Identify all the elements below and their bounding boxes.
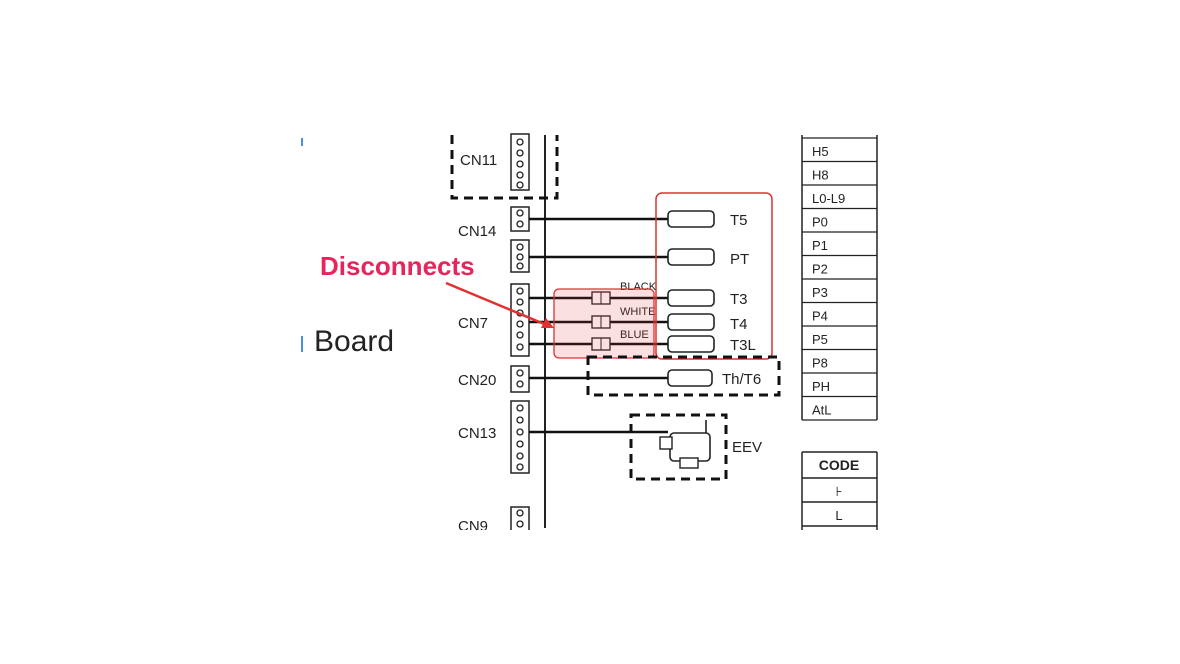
sensor-pt: PT (667, 248, 749, 268)
callout-arrow (445, 281, 550, 328)
wire-color-white: WHITE (620, 306, 655, 318)
pt-connector (510, 239, 530, 273)
wire-color-blue: BLUE (620, 329, 649, 341)
sensor-t4: T4 (667, 313, 748, 333)
sensor-t4-label: T4 (730, 316, 748, 333)
cn11-label: CN11 (460, 152, 497, 169)
code-table-bottom: CODE ⊦ L (801, 451, 878, 530)
cn13-connector (510, 400, 530, 474)
cn11-group: CN11 (450, 133, 559, 200)
cn20-group: CN20 Th/T6 (458, 355, 781, 397)
code-table-cell: PH (812, 379, 830, 394)
cn20-label: CN20 (458, 372, 496, 389)
code-table-cell: AtL (812, 403, 832, 418)
crop-mask (440, 530, 890, 570)
cn7-connector (510, 283, 530, 357)
sensor-t5-label: T5 (730, 212, 748, 229)
code-table-cell: ⊦ (836, 484, 843, 499)
code-table-cell: P4 (812, 309, 828, 324)
sensor-th-t6 (667, 369, 713, 387)
sensor-t3: T3 (667, 289, 748, 308)
cn11-dashed-box (450, 135, 559, 200)
cn13-group: CN13 EEV (458, 400, 762, 481)
cn7-group: CN7 BLACK WHITE BLUE (458, 281, 668, 357)
eev-label: EEV (732, 439, 762, 456)
sensor-pt-label: PT (730, 251, 749, 268)
cn14-label: CN14 (458, 223, 496, 240)
cn20-dashed-box (586, 355, 781, 397)
callout-arrowhead (541, 318, 554, 328)
cn14-group: CN14 (458, 206, 668, 240)
code-table-cell: P3 (812, 285, 828, 300)
cn13-label: CN13 (458, 425, 496, 442)
code-table-cell: L0-L9 (812, 191, 845, 206)
wire-color-black: BLACK (620, 281, 657, 293)
code-table-header: CODE (819, 457, 859, 473)
code-table-cell: P2 (812, 262, 828, 277)
pt-connector-group (510, 239, 668, 273)
callout-label: Disconnects (320, 251, 475, 281)
sensor-highlight-box (655, 192, 773, 360)
eev-valve-icon (659, 420, 711, 469)
code-table-cell: P8 (812, 356, 828, 371)
code-table-cell: P1 (812, 238, 828, 253)
code-table-cell: H5 (812, 144, 829, 159)
code-table-cell: H8 (812, 168, 829, 183)
disconnect-highlight (553, 288, 655, 359)
code-table-cell: L (835, 508, 842, 523)
sensor-t3-label: T3 (730, 291, 748, 308)
sensor-th-t6-label: Th/T6 (722, 371, 761, 388)
sensor-t5: T5 (667, 210, 748, 229)
code-table-cell: P0 (812, 215, 828, 230)
sensor-t3l: T3L (667, 335, 756, 354)
code-table-cell: P5 (812, 332, 828, 347)
eev-dashed-box (629, 413, 728, 481)
cn11-connector (510, 133, 530, 191)
cn7-label: CN7 (458, 315, 488, 332)
sensor-t3l-label: T3L (730, 337, 756, 354)
board-label: Board (314, 325, 394, 358)
